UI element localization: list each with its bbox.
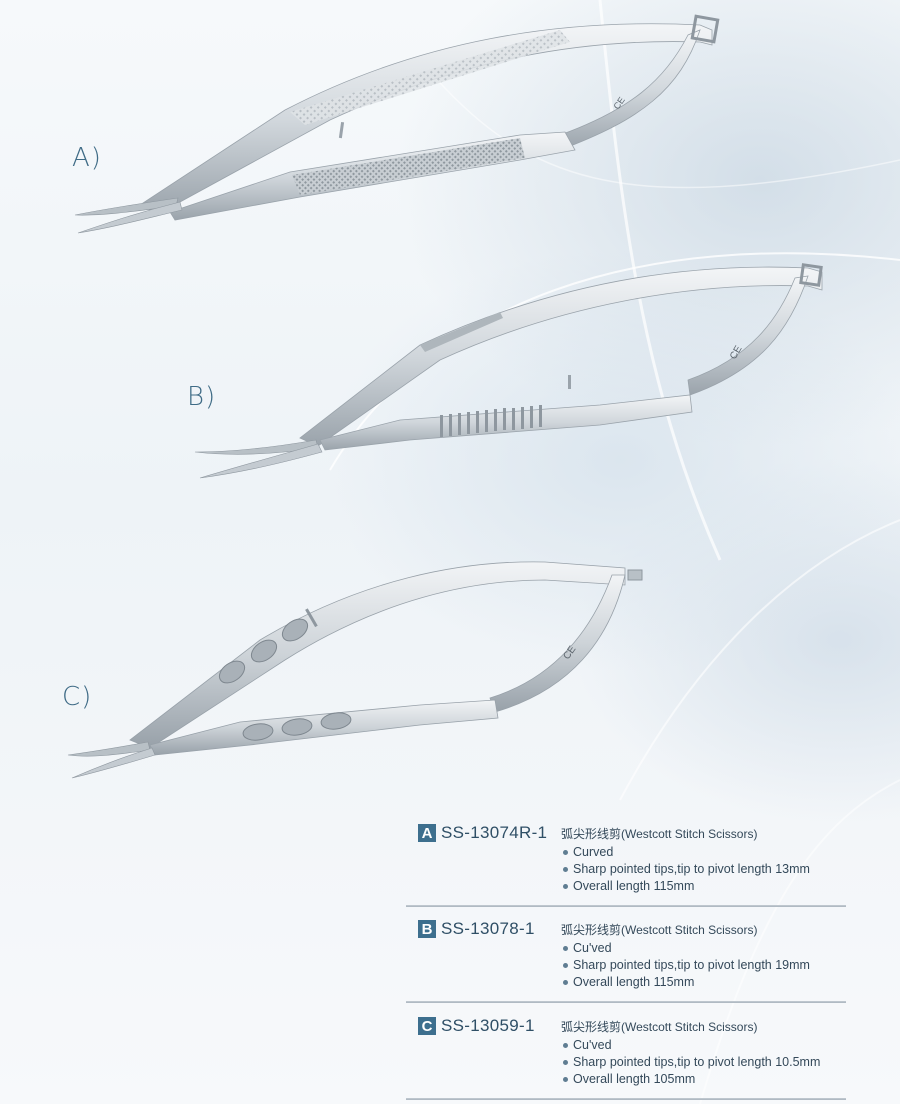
- feature-item: Cu'ved: [561, 1037, 880, 1054]
- bullet-icon: [563, 1043, 568, 1048]
- spec-badge: C: [418, 1017, 436, 1035]
- bullet-icon: [563, 980, 568, 985]
- feature-item: Cu'ved: [561, 940, 880, 957]
- feature-list: Cu'ved Sharp pointed tips,tip to pivot l…: [418, 1037, 880, 1088]
- product-name: 弧尖形线剪(Westcott Stitch Scissors): [561, 1019, 758, 1034]
- feature-item: Overall length 105mm: [561, 1071, 880, 1088]
- bullet-icon: [563, 884, 568, 889]
- feature-item: Overall length 115mm: [561, 878, 880, 895]
- product-code: SS-13059-1: [441, 1016, 535, 1035]
- instrument-label-b: B): [187, 382, 217, 412]
- bullet-icon: [563, 946, 568, 951]
- feature-list: Cu'ved Sharp pointed tips,tip to pivot l…: [418, 940, 880, 991]
- bullet-icon: [563, 1077, 568, 1082]
- product-code: SS-13078-1: [441, 919, 535, 938]
- divider: [406, 1001, 846, 1003]
- instrument-label-c: C): [62, 682, 93, 712]
- feature-item: Sharp pointed tips,tip to pivot length 1…: [561, 957, 880, 974]
- bullet-icon: [563, 963, 568, 968]
- feature-item: Overall length 115mm: [561, 974, 880, 991]
- product-name: 弧尖形线剪(Westcott Stitch Scissors): [561, 922, 758, 937]
- feature-item: Curved: [561, 844, 880, 861]
- bullet-icon: [563, 850, 568, 855]
- spec-badge: B: [418, 920, 436, 938]
- product-code: SS-13074R-1: [441, 823, 548, 842]
- spec-badge: A: [418, 824, 436, 842]
- spec-block-c: C SS-13059-1 弧尖形线剪(Westcott Stitch Sciss…: [418, 1015, 880, 1088]
- feature-list: Curved Sharp pointed tips,tip to pivot l…: [418, 844, 880, 895]
- feature-item: Sharp pointed tips,tip to pivot length 1…: [561, 861, 880, 878]
- bullet-icon: [563, 867, 568, 872]
- feature-item: Sharp pointed tips,tip to pivot length 1…: [561, 1054, 880, 1071]
- instrument-label-a: A): [72, 143, 102, 173]
- bullet-icon: [563, 1060, 568, 1065]
- spec-block-a: A SS-13074R-1 弧尖形线剪(Westcott Stitch Scis…: [418, 822, 880, 895]
- spec-block-b: B SS-13078-1 弧尖形线剪(Westcott Stitch Sciss…: [418, 918, 880, 991]
- divider: [406, 1098, 846, 1100]
- product-name: 弧尖形线剪(Westcott Stitch Scissors): [561, 826, 758, 841]
- divider: [406, 905, 846, 907]
